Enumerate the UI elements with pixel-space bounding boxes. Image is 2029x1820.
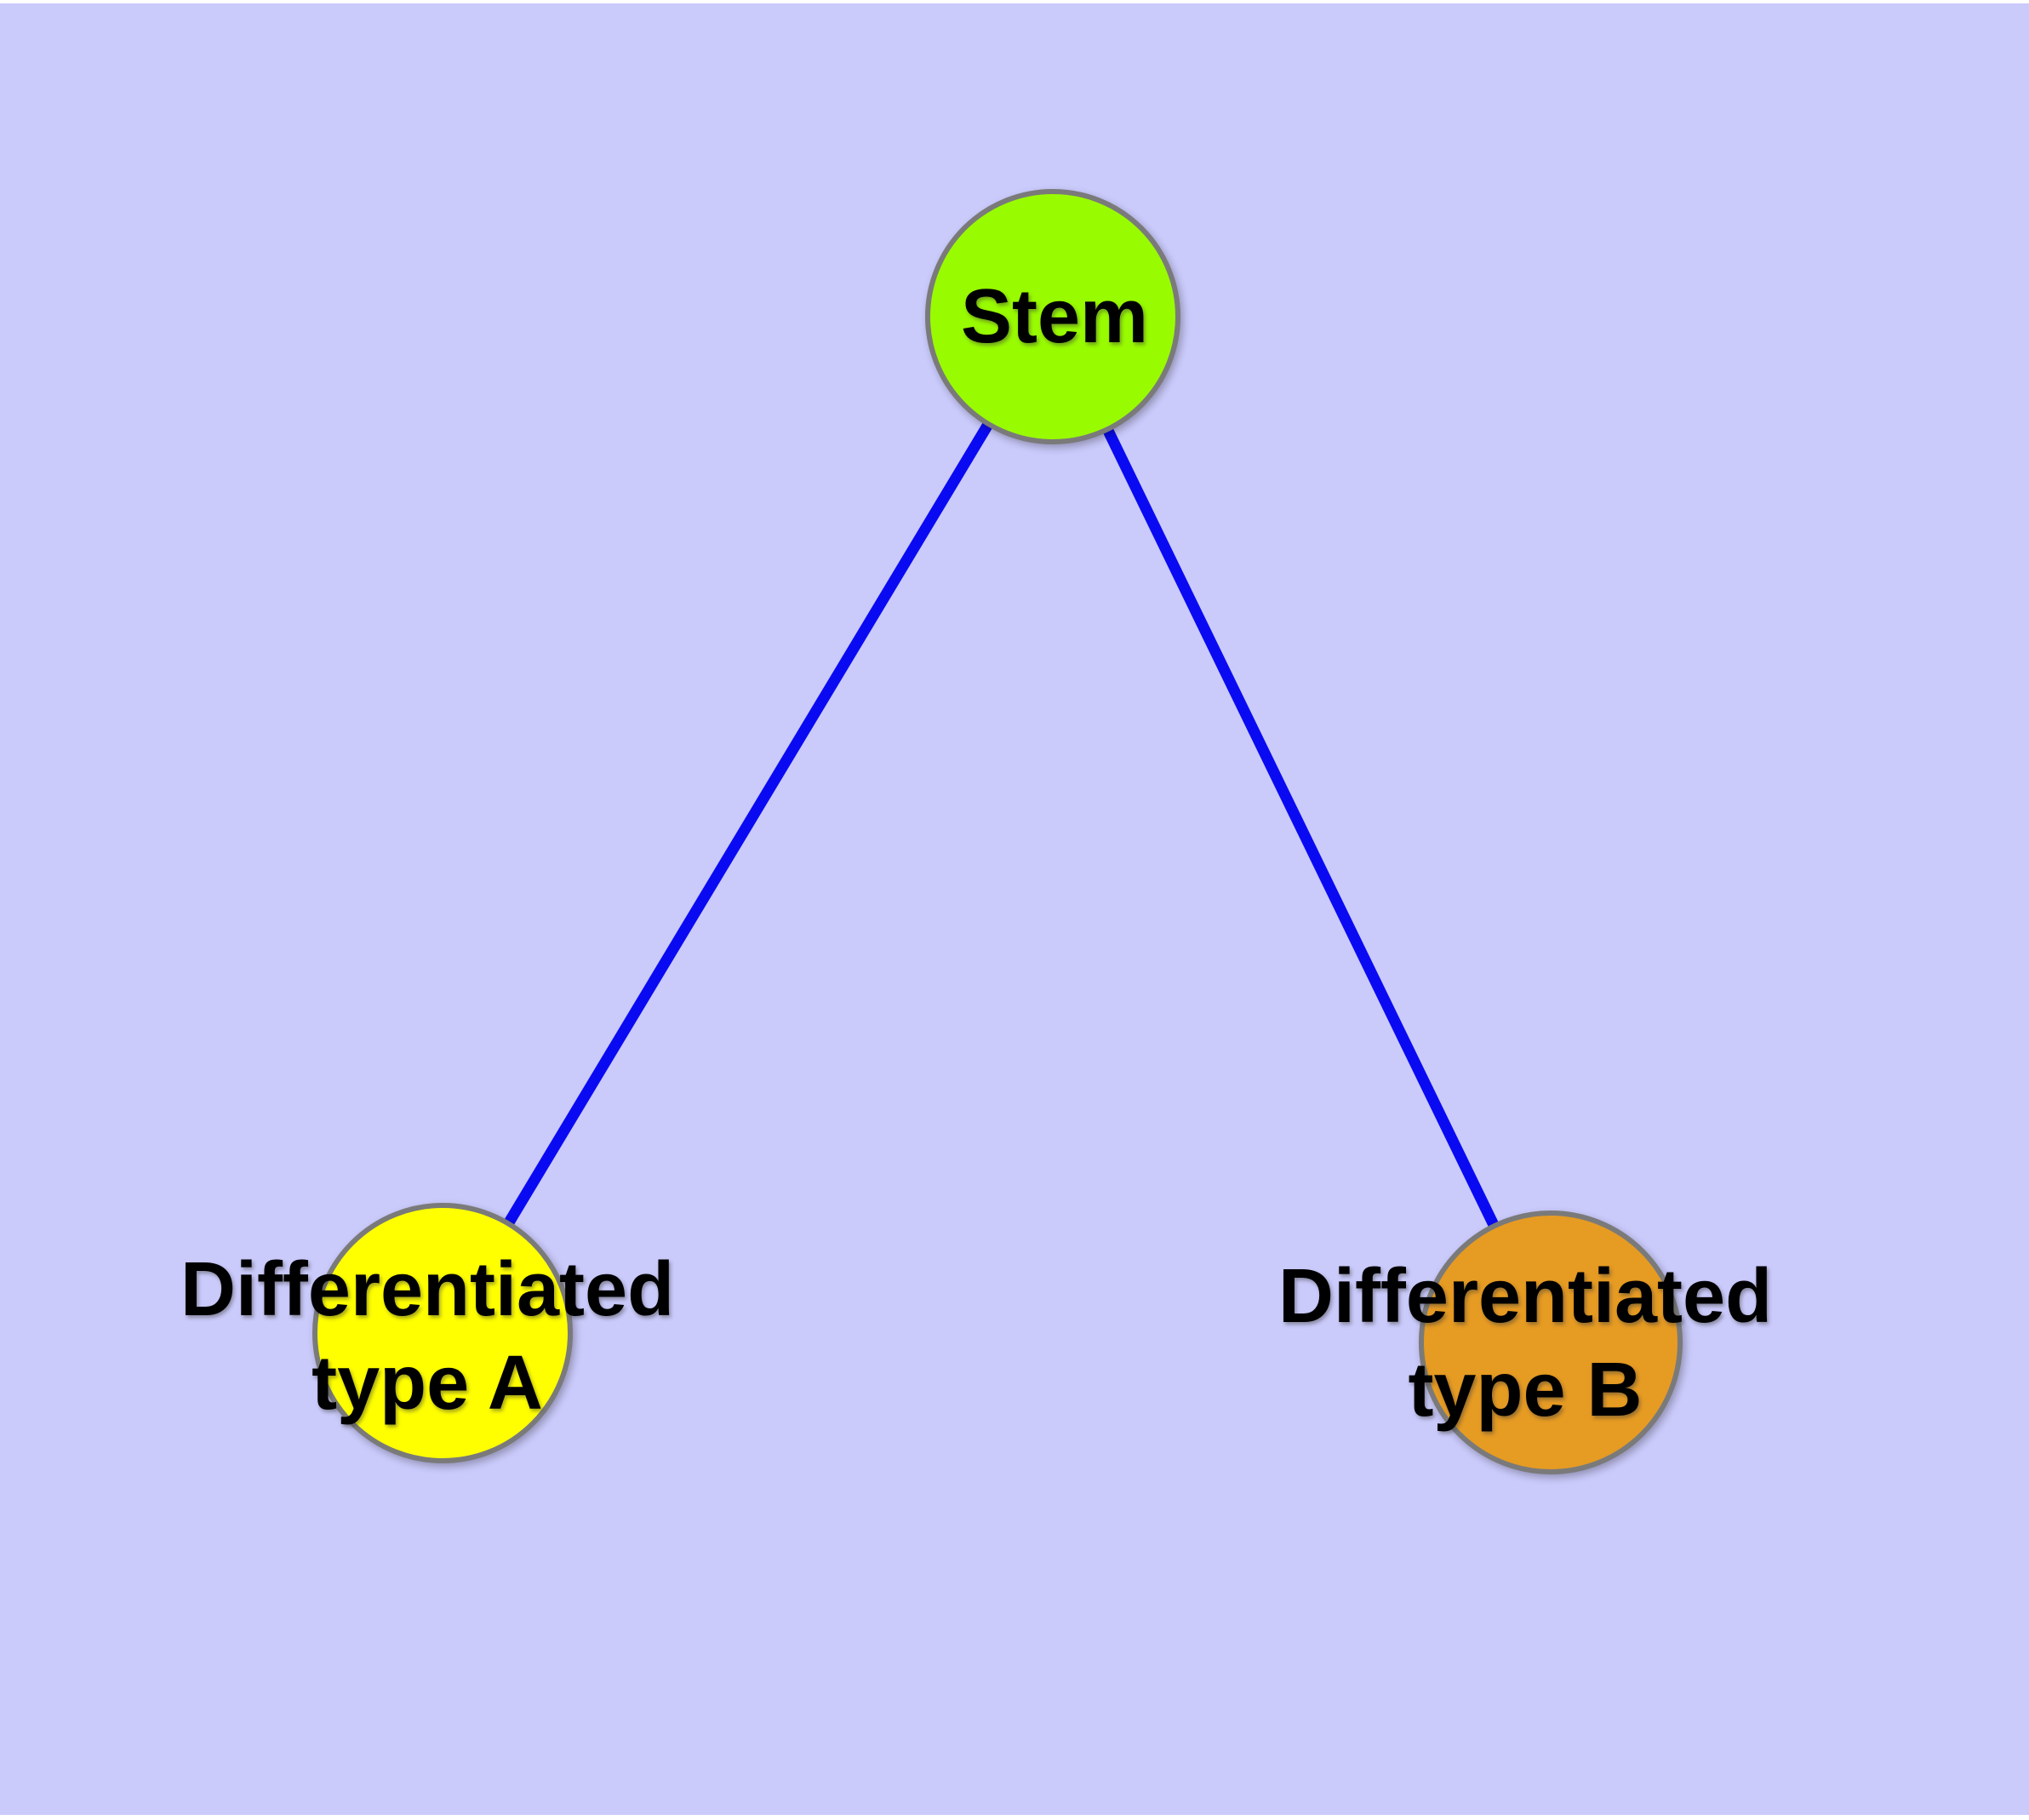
node-differentiated-type-b-label: Differentiated type B xyxy=(1278,1250,1772,1437)
node-type-b-label-line2: type B xyxy=(1408,1348,1643,1433)
edge-stem-to-type-a xyxy=(437,313,1058,1336)
node-stem xyxy=(925,189,1180,444)
node-type-a-label-line2: type A xyxy=(311,1341,543,1426)
node-stem-label-text: Stem xyxy=(960,274,1149,359)
node-stem-label: Stem xyxy=(961,270,1148,363)
node-differentiated-type-a-label: Differentiated type A xyxy=(180,1243,674,1430)
node-differentiated-type-a xyxy=(312,1203,573,1463)
edge-stem-to-type-b xyxy=(1048,314,1556,1345)
node-type-b-label-line1: Differentiated xyxy=(1277,1254,1773,1339)
node-type-a-label-line1: Differentiated xyxy=(180,1247,675,1332)
node-differentiated-type-b xyxy=(1419,1210,1683,1474)
